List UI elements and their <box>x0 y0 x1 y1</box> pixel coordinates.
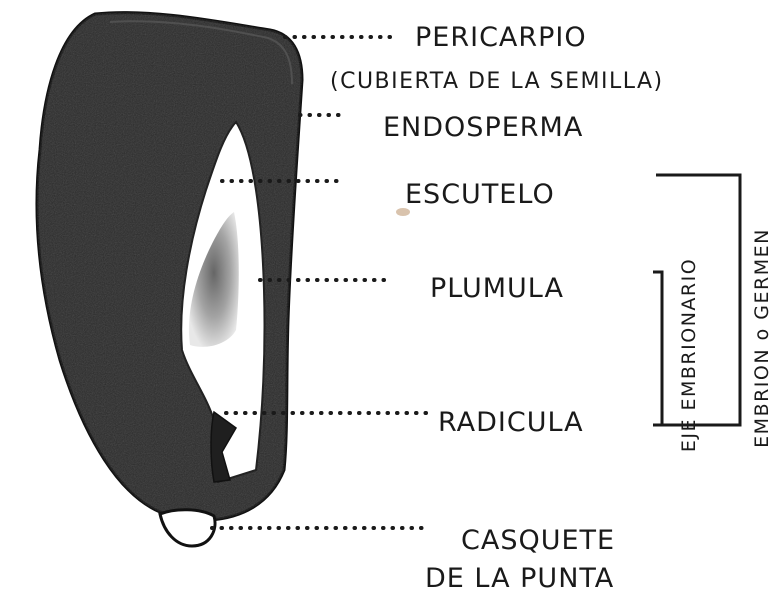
label-eje-embrionario: EJE EMBRIONARIO <box>678 258 700 452</box>
label-radicula: RADICULA <box>438 407 584 438</box>
label-pericarpio-sub: (CUBIERTA DE LA SEMILLA) <box>330 69 664 94</box>
bracket-eje-embrionario <box>653 272 662 425</box>
label-plumula: PLUMULA <box>430 273 564 304</box>
label-embrion-germen: EMBRION o GERMEN <box>751 228 773 448</box>
tip-cap-shape <box>160 510 215 546</box>
stain-mark <box>396 208 410 216</box>
label-casquete-line1: CASQUETE <box>461 525 615 556</box>
label-pericarpio: PERICARPIO <box>415 22 587 53</box>
label-casquete-line2: DE LA PUNTA <box>425 563 614 594</box>
label-endosperma: ENDOSPERMA <box>383 112 583 143</box>
label-escutelo: ESCUTELO <box>405 179 555 210</box>
